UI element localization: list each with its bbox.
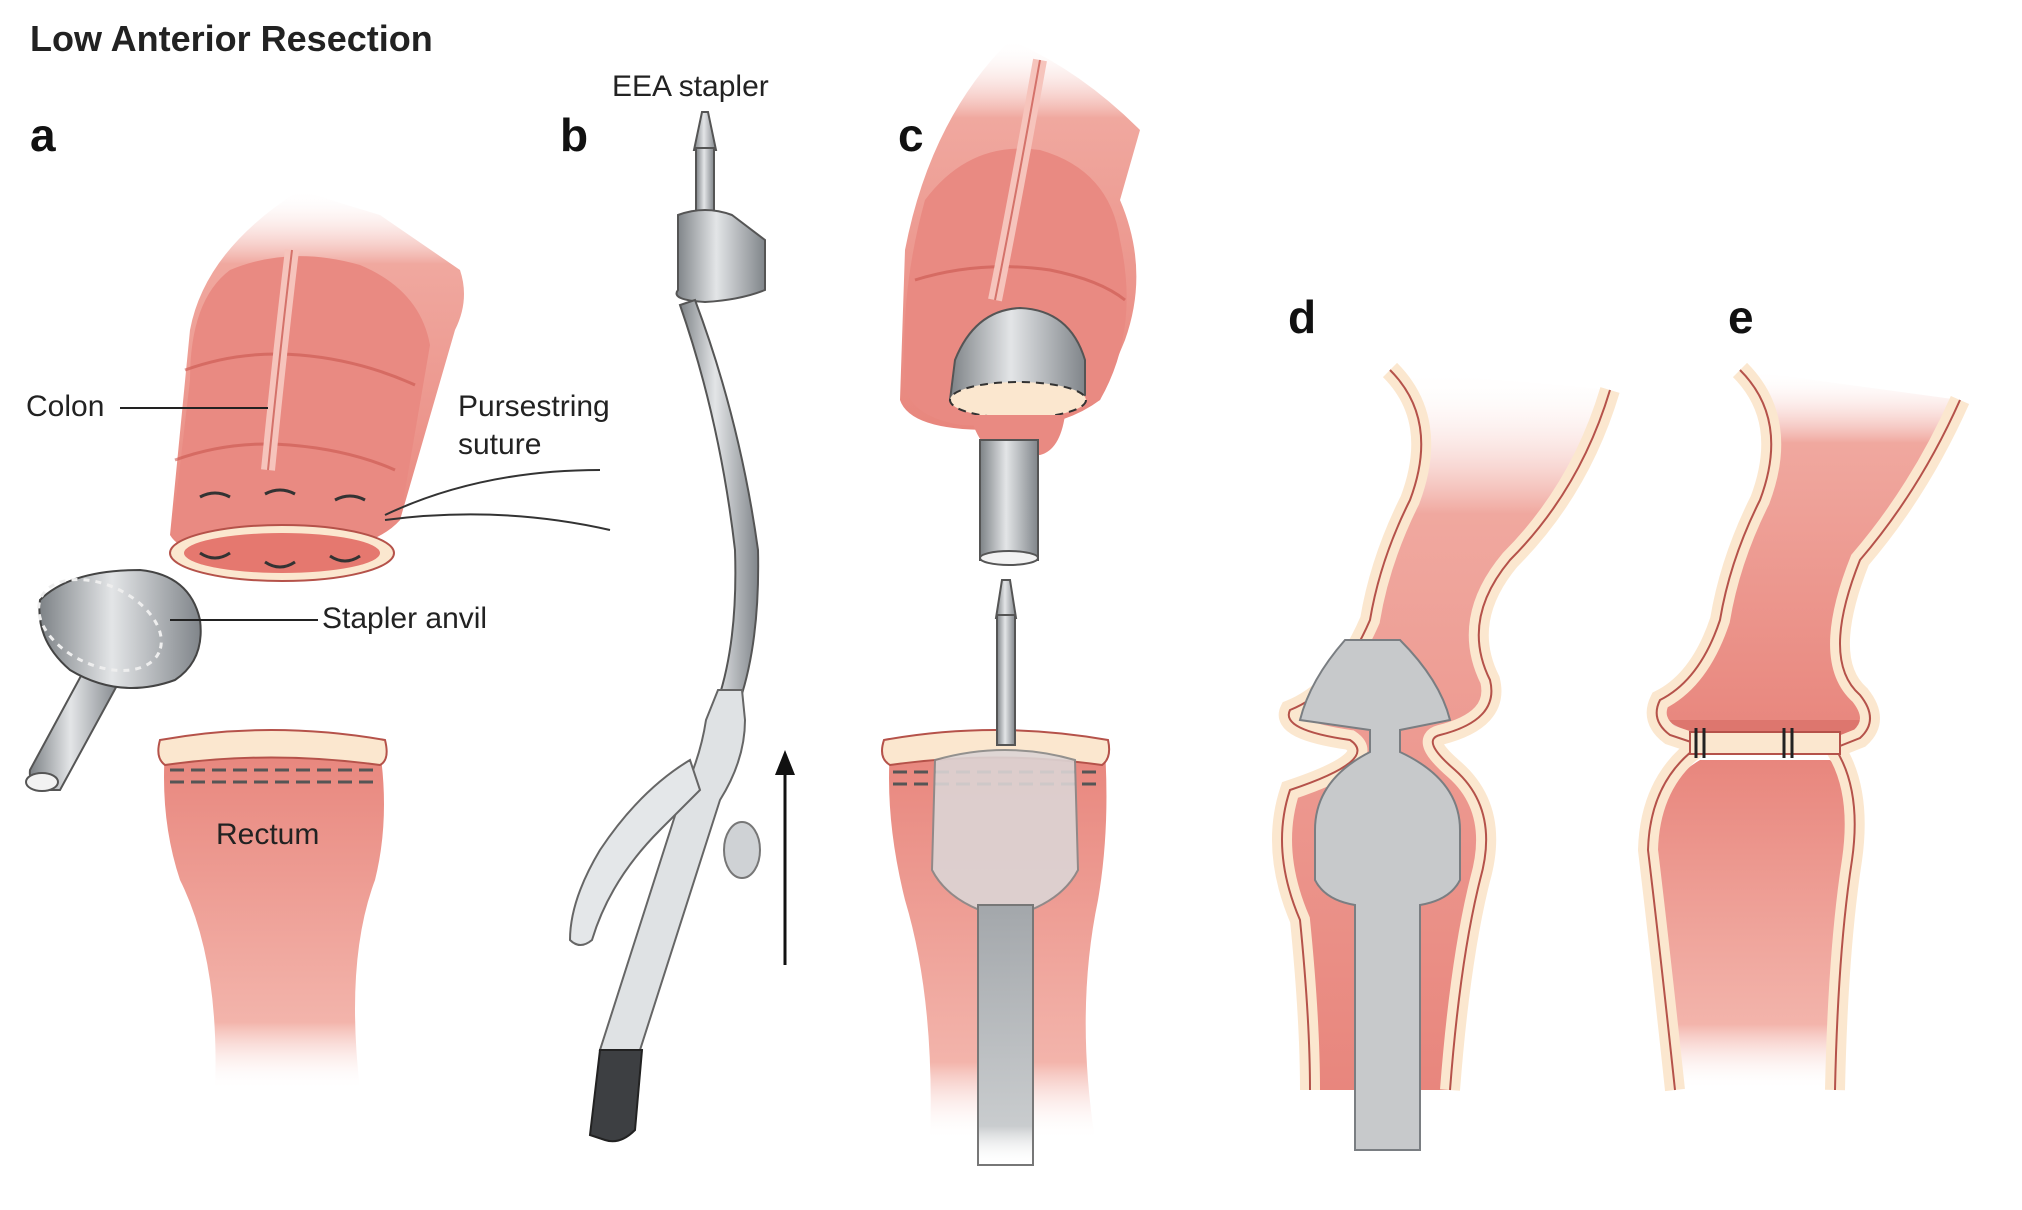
label-suture: suture [458,428,542,461]
stapler-head-d [1298,639,1461,1151]
stapler-anvil [25,568,202,792]
rectum-with-stapler [881,579,1111,1166]
panel-e-drawing [1637,362,1970,1092]
colon-with-anvil [900,40,1140,566]
label-colon: Colon [26,390,105,423]
bowel-wall-e [1637,362,1970,1092]
label-stapler-anvil: Stapler anvil [322,602,488,635]
figure-title: Low Anterior Resection [30,18,433,59]
panel-b-drawing [568,111,795,1143]
staple-line-e [1694,728,1794,758]
rectum [157,729,388,1090]
panel-label-e: e [1728,291,1754,343]
direction-arrow [775,750,795,965]
label-rectum: Rectum [216,818,320,851]
panel-c-drawing [881,40,1140,1166]
panel-label-c: c [898,109,924,161]
suture-thread [384,513,611,531]
label-eea-stapler: EEA stapler [612,70,769,103]
bowel-wall-d [1272,362,1620,1091]
panel-label-a: a [30,109,56,161]
panel-d-drawing [1272,362,1620,1151]
panel-label-d: d [1288,291,1317,343]
suture-thread [384,469,601,516]
panel-a-drawing [25,190,611,1090]
label-pursestring: Pursestring [458,390,610,423]
colon-segment [169,190,464,582]
eea-stapler-instrument [568,111,766,1143]
panel-label-b: b [560,109,589,161]
